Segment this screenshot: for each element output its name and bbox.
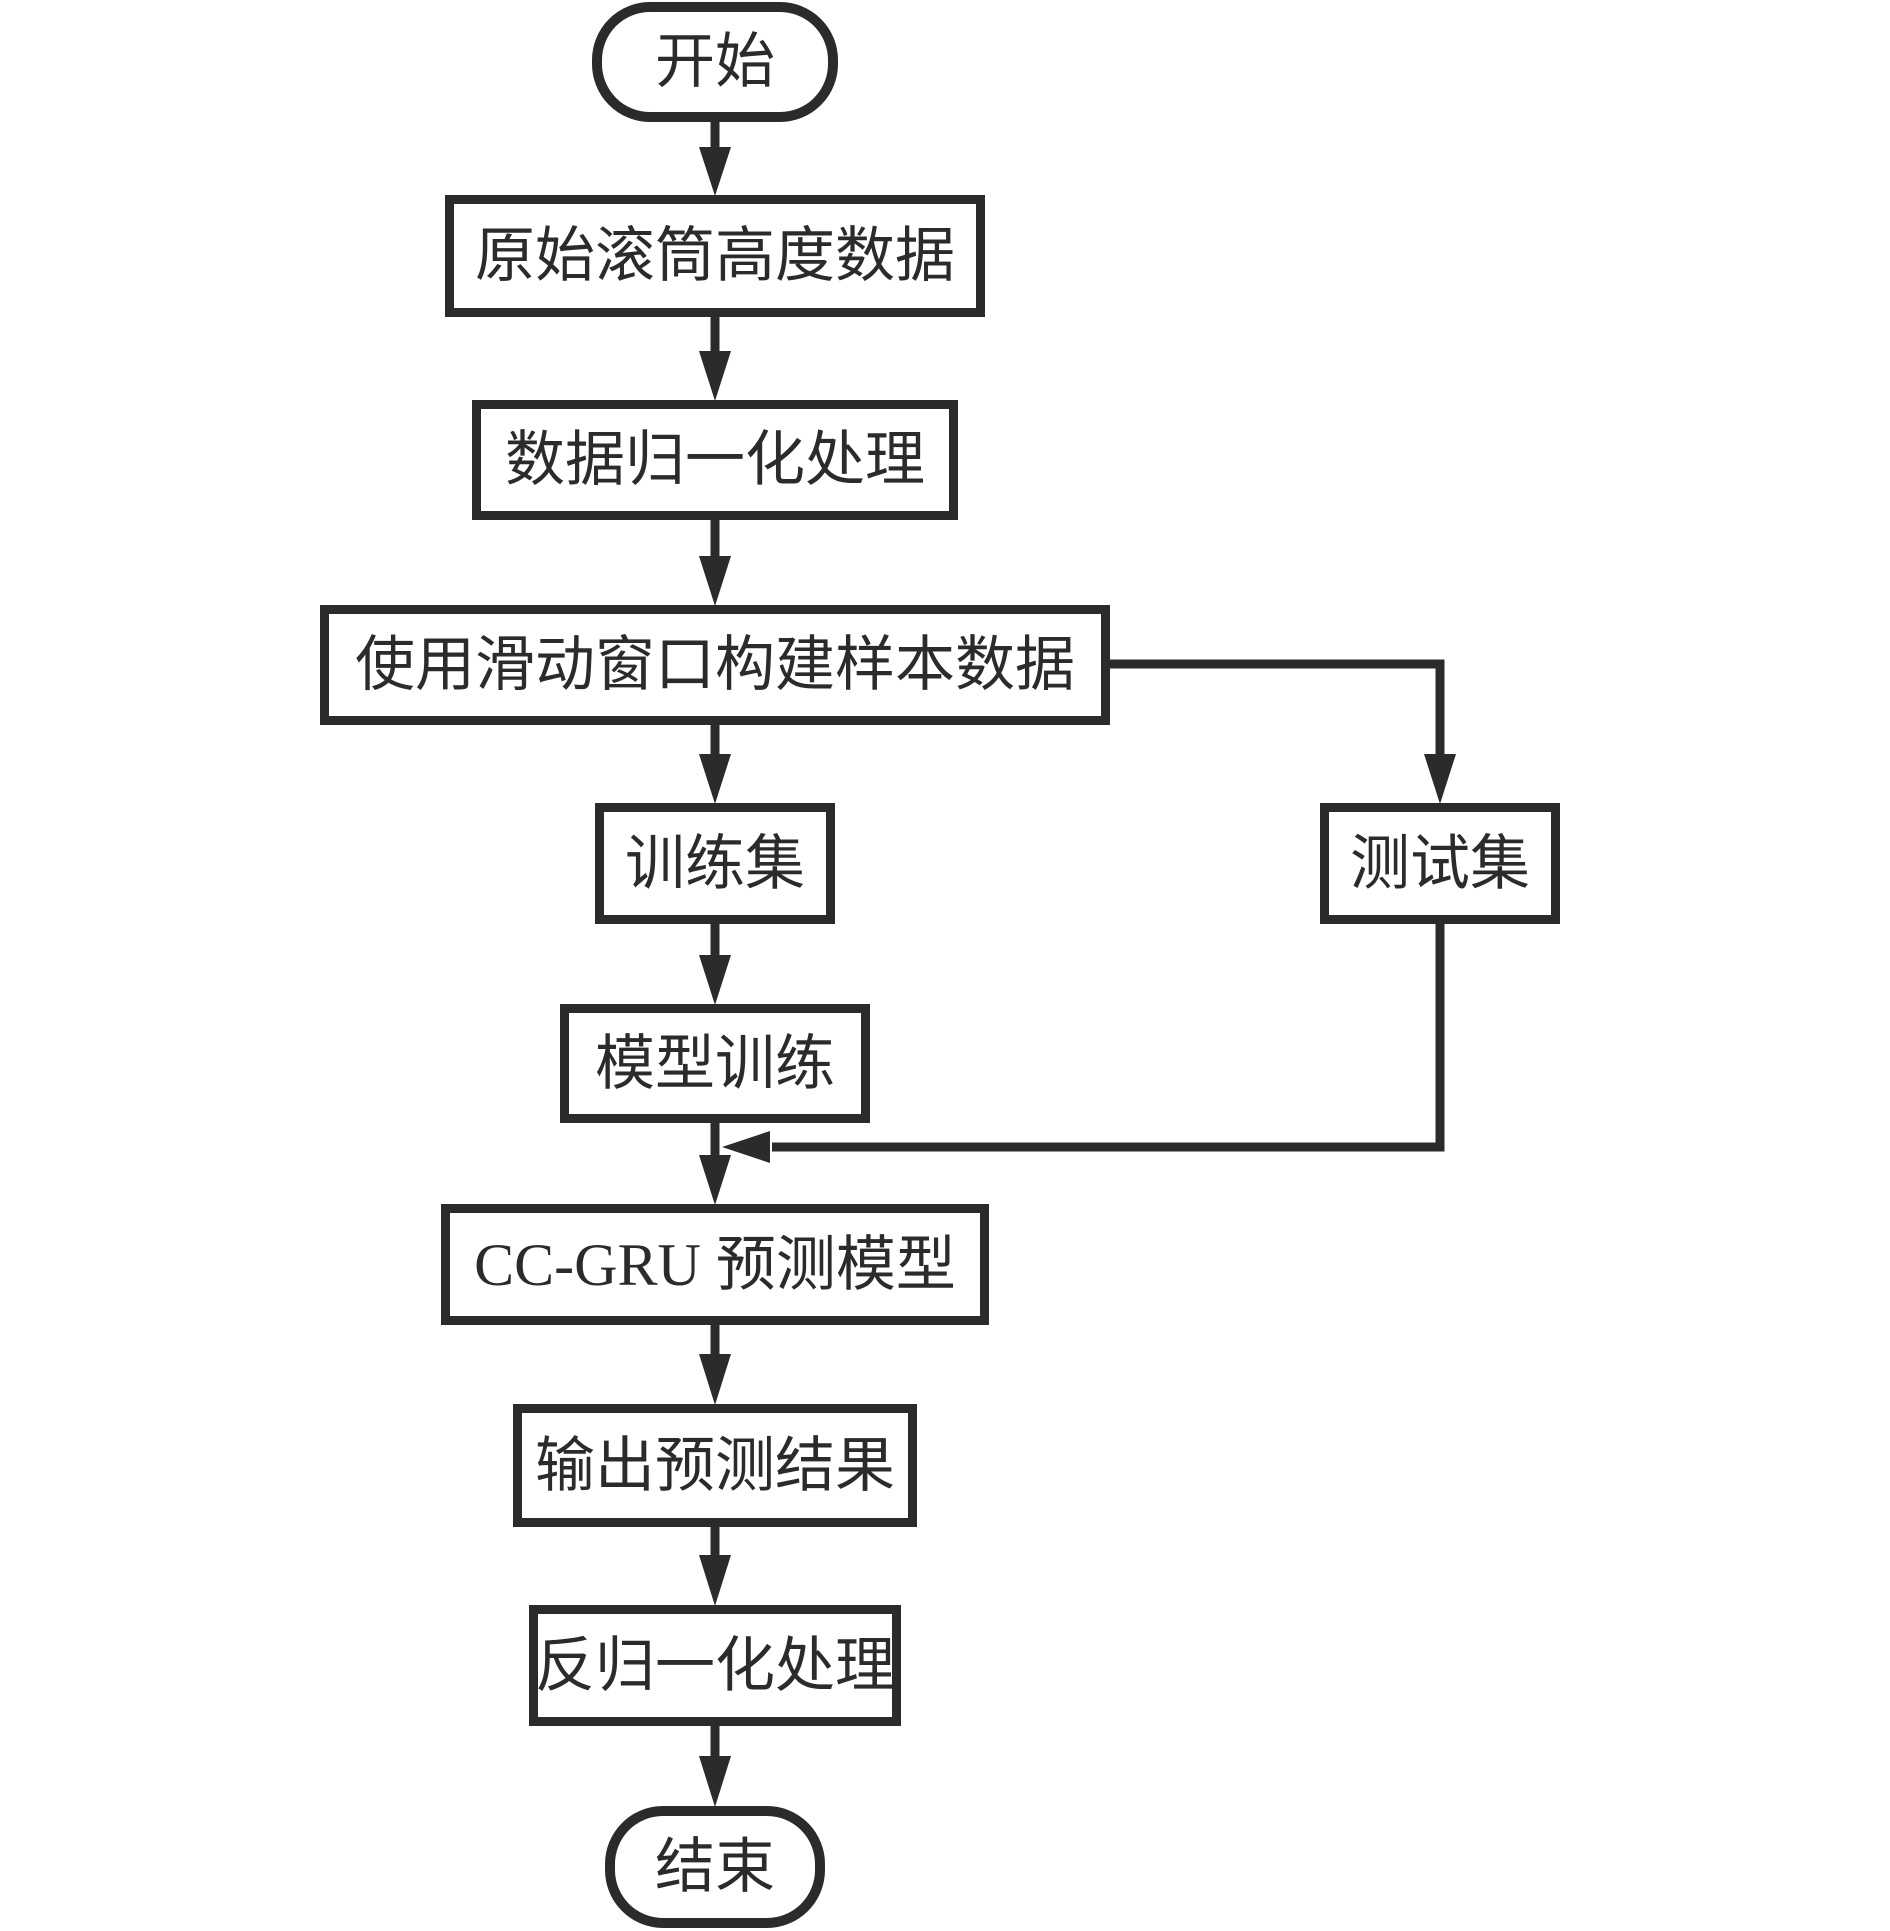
node-raw-drum-height-data-label: 原始滚筒高度数据 bbox=[475, 223, 955, 289]
connector-sliding-window-to-train-set bbox=[699, 722, 731, 804]
node-end-label: 结束 bbox=[655, 1834, 775, 1900]
node-model-training-label: 模型训练 bbox=[595, 1030, 835, 1097]
connector-train-set-to-model-training bbox=[699, 921, 731, 1005]
connector-cc-gru-to-output bbox=[699, 1322, 731, 1405]
node-data-normalization: 数据归一化处理 bbox=[472, 400, 958, 520]
node-raw-drum-height-data: 原始滚筒高度数据 bbox=[445, 195, 985, 317]
node-inverse-normalization: 反归一化处理 bbox=[529, 1605, 901, 1726]
connector-output-to-denormalize bbox=[699, 1524, 731, 1606]
connector-model-training-to-cc-gru bbox=[699, 1120, 731, 1205]
node-model-training: 模型训练 bbox=[560, 1004, 870, 1123]
node-test-set-label: 测试集 bbox=[1350, 830, 1530, 897]
node-cc-gru-prediction-model-label: CC-GRU 预测模型 bbox=[474, 1231, 956, 1298]
node-cc-gru-prediction-model: CC-GRU 预测模型 bbox=[441, 1204, 989, 1325]
connector-raw-data-to-normalize bbox=[699, 313, 731, 401]
node-output-prediction-result-label: 输出预测结果 bbox=[535, 1432, 895, 1499]
node-sliding-window-samples-label: 使用滑动窗口构建样本数据 bbox=[355, 632, 1075, 698]
node-output-prediction-result: 输出预测结果 bbox=[513, 1404, 917, 1527]
connector-test-set-to-merge bbox=[722, 921, 1445, 1163]
node-end: 结束 bbox=[605, 1806, 825, 1928]
connector-normalize-to-sliding-window bbox=[699, 517, 731, 606]
node-sliding-window-samples: 使用滑动窗口构建样本数据 bbox=[320, 605, 1110, 725]
node-test-set: 测试集 bbox=[1320, 803, 1560, 924]
connector-denormalize-to-end bbox=[699, 1723, 731, 1807]
node-start-label: 开始 bbox=[655, 29, 775, 95]
node-inverse-normalization-label: 反归一化处理 bbox=[535, 1632, 895, 1699]
node-training-set-label: 训练集 bbox=[625, 830, 805, 897]
connector-start-to-raw-data bbox=[699, 118, 731, 196]
node-data-normalization-label: 数据归一化处理 bbox=[505, 427, 925, 493]
node-start: 开始 bbox=[592, 2, 838, 122]
node-training-set: 训练集 bbox=[595, 803, 835, 924]
connector-sliding-window-to-test-set bbox=[1106, 659, 1456, 804]
